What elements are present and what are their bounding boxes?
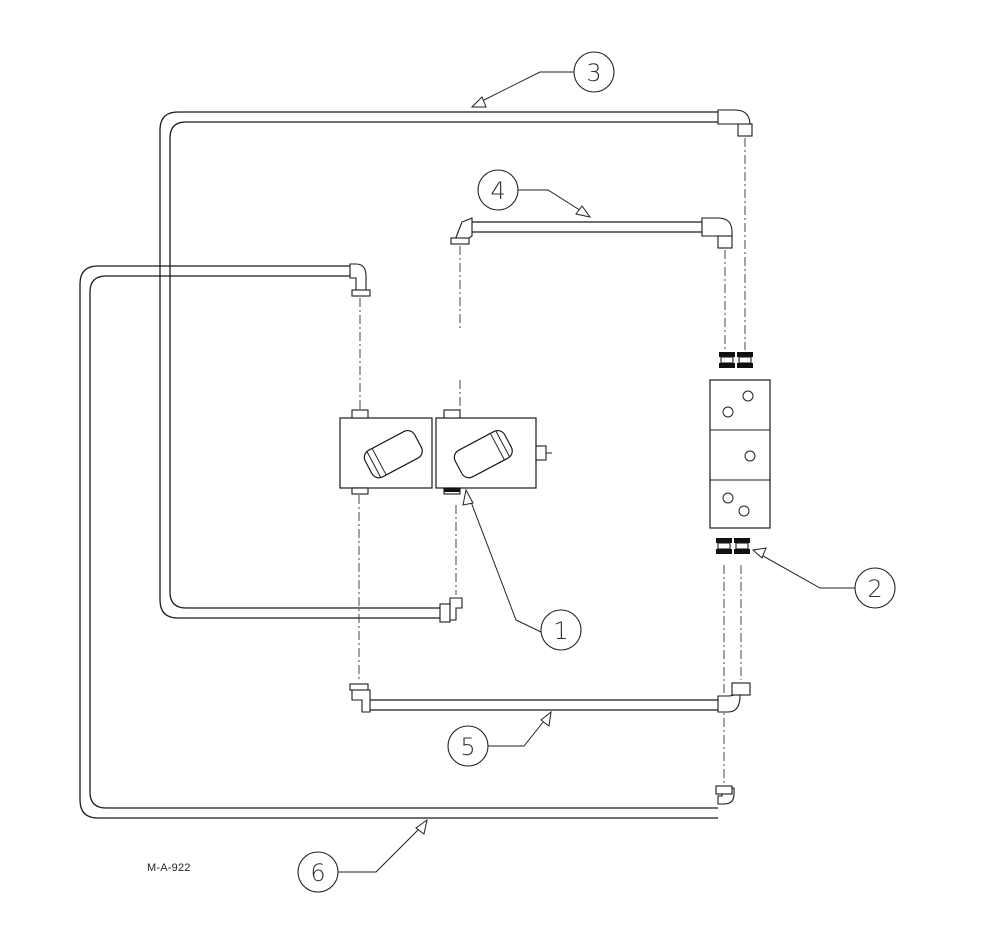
- pump-assembly: [339, 409, 552, 495]
- callout-2-label: 2: [867, 575, 882, 603]
- callout-3-label: 3: [586, 59, 601, 87]
- callout-4: 4: [477, 169, 592, 218]
- pipe-6: [79, 263, 735, 819]
- callout-2: 2: [751, 547, 896, 609]
- callout-3: 3: [470, 51, 615, 108]
- drawing-number: M-A-922: [147, 862, 191, 874]
- callout-5: 5: [447, 710, 552, 767]
- pipe-4: [450, 217, 733, 410]
- callout-1-label: 1: [553, 617, 568, 645]
- callout-6: 6: [297, 818, 428, 893]
- callout-5-label: 5: [460, 733, 475, 761]
- callout-4-label: 4: [490, 177, 505, 205]
- callout-6-label: 6: [310, 859, 325, 887]
- pipe-5: [349, 495, 751, 713]
- manifold-block: [709, 352, 771, 554]
- callout-1: 1: [462, 488, 582, 651]
- pipe-3: [159, 109, 753, 623]
